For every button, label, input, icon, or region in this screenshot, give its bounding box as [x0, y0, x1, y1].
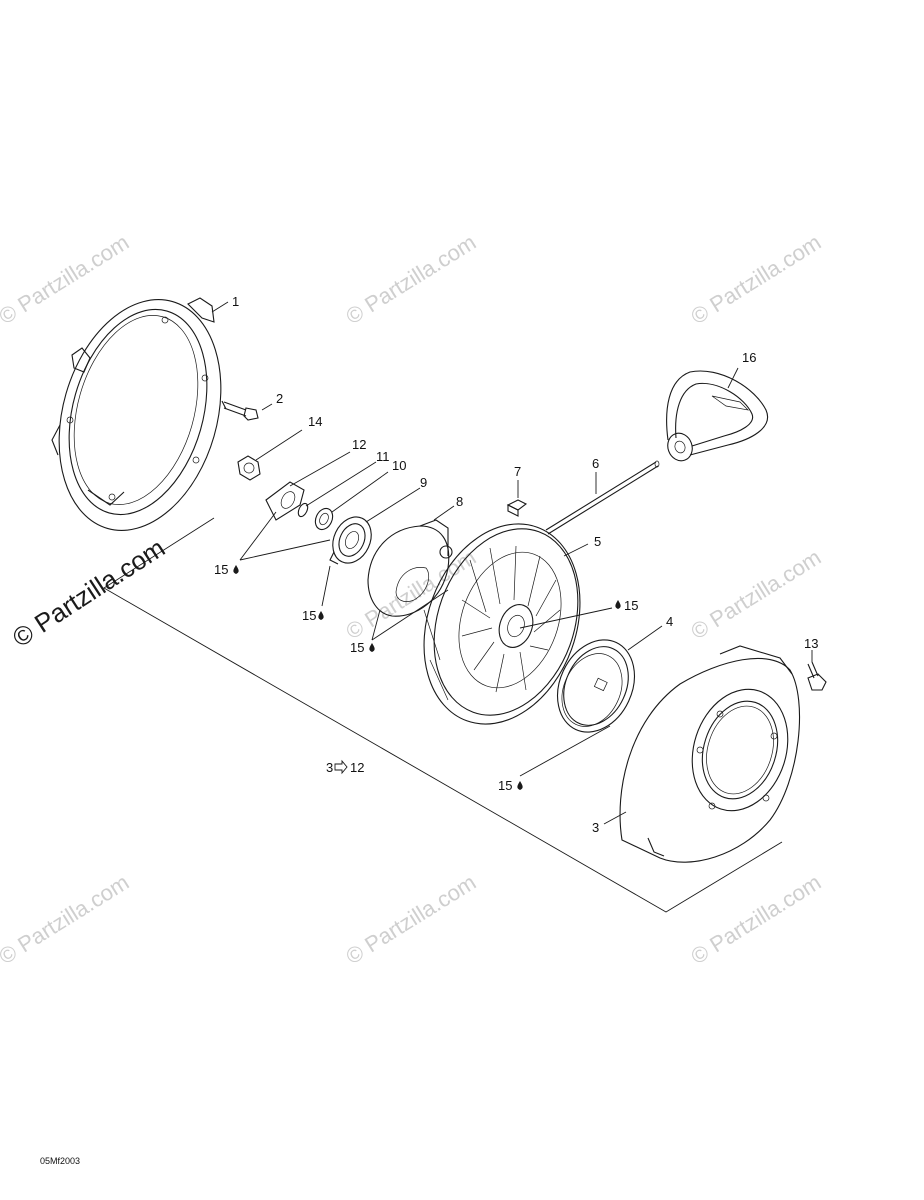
part-16-handle — [666, 370, 769, 462]
part-10-bushing — [314, 507, 334, 531]
watermark-text: © Partzilla.com — [0, 229, 133, 329]
callout-7: 7 — [514, 464, 521, 479]
callout-2: 2 — [276, 391, 283, 406]
lubricant-drops — [233, 565, 621, 790]
watermark-text: © Partzilla.com — [686, 544, 825, 644]
range-label-from: 3 — [326, 760, 333, 775]
callout-3: 3 — [592, 820, 599, 835]
watermark-text: © Partzilla.com — [341, 229, 480, 329]
callout-1: 1 — [232, 294, 239, 309]
callout-15: 15 — [214, 562, 228, 577]
callout-15: 15 — [624, 598, 638, 613]
callout-15: 15 — [302, 608, 316, 623]
part-7-key — [506, 499, 528, 517]
callout-8: 8 — [456, 494, 463, 509]
callout-16: 16 — [742, 350, 756, 365]
watermark-text: © Partzilla.com — [686, 229, 825, 329]
assembly-bracket — [103, 517, 783, 913]
part-3-front-housing — [619, 645, 801, 863]
diagram-code: 05Mf2003 — [40, 1156, 80, 1166]
part-13-screw — [807, 661, 827, 691]
callout-14: 14 — [308, 414, 322, 429]
callout-5: 5 — [594, 534, 601, 549]
watermark-text: © Partzilla.com — [341, 544, 480, 644]
oil-drop-icon — [318, 611, 324, 620]
part-2-bolt — [221, 400, 259, 421]
watermark-text: © Partzilla.com — [341, 869, 480, 969]
callout-15: 15 — [350, 640, 364, 655]
arrow-right-icon — [334, 759, 348, 775]
watermark-main: © Partzilla.com — [7, 532, 170, 653]
part-14-nut — [237, 455, 261, 481]
oil-drop-icon — [517, 781, 523, 790]
callout-9: 9 — [420, 475, 427, 490]
range-label-to: 12 — [350, 760, 364, 775]
callout-11: 11 — [376, 449, 390, 464]
callout-12: 12 — [352, 437, 366, 452]
part-9-spring-cup — [329, 516, 372, 565]
leader-lines — [211, 301, 813, 825]
callout-4: 4 — [666, 614, 673, 629]
part-6-rope — [545, 460, 660, 535]
part-11-washer — [297, 502, 309, 518]
part-12-plate — [265, 481, 305, 521]
watermark-text: © Partzilla.com — [686, 869, 825, 969]
callout-10: 10 — [392, 458, 406, 473]
part-4-bushing-cup — [557, 639, 635, 733]
callout-labels: 1 2 14 12 11 10 9 8 7 6 5 4 16 13 3 15 1… — [214, 294, 818, 835]
callout-13: 13 — [804, 636, 818, 651]
oil-drop-icon — [615, 600, 621, 609]
oil-drop-icon — [369, 643, 375, 652]
callout-6: 6 — [592, 456, 599, 471]
watermark-text: © Partzilla.com — [0, 869, 133, 969]
part-1-housing-ring — [51, 297, 222, 531]
oil-drop-icon — [233, 565, 239, 574]
callout-15: 15 — [498, 778, 512, 793]
part-5-pulley — [423, 523, 581, 725]
